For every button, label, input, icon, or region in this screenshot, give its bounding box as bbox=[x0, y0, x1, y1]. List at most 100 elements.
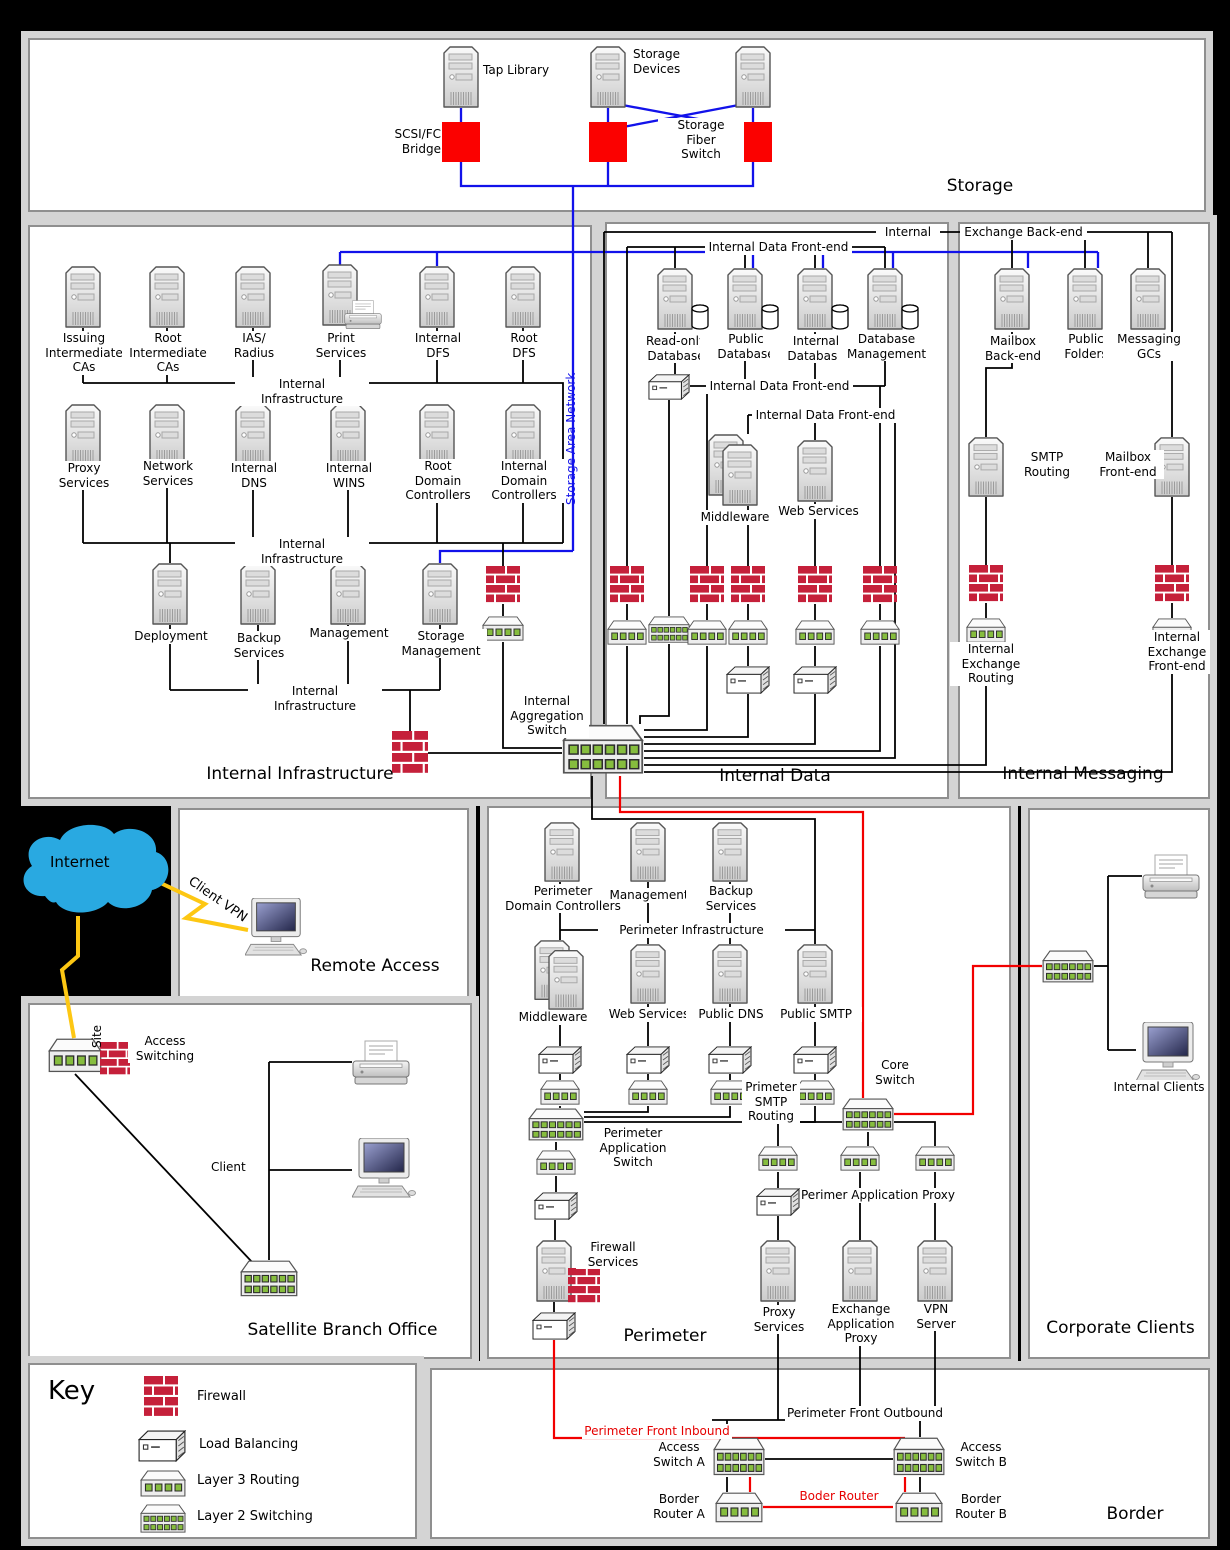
perimeter-middleware-label: Middleware bbox=[512, 1010, 594, 1025]
fw-data-2-icon bbox=[690, 566, 724, 604]
data-bus2-label: Internal Data Front-end bbox=[706, 379, 853, 394]
edge-109 bbox=[584, 1106, 731, 1118]
internal-dc-label: Internal Domain Controllers bbox=[478, 459, 570, 503]
ias-radius-label: IAS/ Radius bbox=[208, 331, 300, 361]
middleware-servers-icon bbox=[708, 434, 758, 506]
public-db-server-icon bbox=[727, 268, 781, 330]
section-label-remote-access: Remote Access bbox=[310, 956, 440, 976]
db-management-server-icon bbox=[867, 268, 921, 330]
perimeter-web-server-icon bbox=[630, 944, 666, 1004]
key-lb-label: Load Balancing bbox=[198, 1437, 340, 1453]
section-label-internal-infrastructure: Internal Infrastructure bbox=[206, 764, 394, 784]
perimeter-infra-bus-label: Perimeter Infrastructure bbox=[598, 923, 785, 938]
internal-db-server-icon bbox=[797, 268, 851, 330]
key-firewall-label: Firewall bbox=[196, 1389, 318, 1405]
management-server-icon bbox=[330, 563, 366, 625]
storage-fiber-switch-label: Storage Fiber Switch bbox=[658, 118, 744, 162]
backup-services-server-icon bbox=[240, 563, 276, 625]
exchange-app-proxy-label: Exchange Application Proxy bbox=[816, 1302, 906, 1346]
storage-devices-label: Storage Devices bbox=[632, 47, 706, 77]
web-services-server-icon bbox=[797, 440, 833, 502]
section-label-key: Key bbox=[48, 1376, 96, 1406]
storage-device-server-2-icon bbox=[735, 46, 771, 108]
fw-msg-1-icon bbox=[969, 565, 1003, 603]
key-layer3-icon-icon bbox=[140, 1470, 186, 1498]
edge-75 bbox=[644, 694, 816, 745]
san-label: Storage Area Network bbox=[564, 372, 578, 505]
internal-dns-label: Internal DNS bbox=[208, 461, 300, 491]
lb-perimeter-6-icon bbox=[532, 1312, 576, 1340]
web-services-label: Web Services bbox=[775, 504, 862, 519]
sw-data-2-icon bbox=[687, 620, 727, 646]
perimeter-middleware-servers-icon bbox=[534, 940, 584, 1010]
border-router-b-label: Border Router B bbox=[948, 1492, 1014, 1522]
firewall-services-label: Firewall Services bbox=[576, 1240, 650, 1270]
firewall-services-server-icon bbox=[536, 1240, 572, 1302]
lb-data-3-icon bbox=[726, 666, 770, 694]
perimeter-application-switch-icon bbox=[528, 1108, 584, 1142]
storage-fiber-switch-1-icon bbox=[589, 122, 627, 162]
lb-perimeter-1-icon bbox=[538, 1046, 582, 1074]
section-label-internal-messaging: Internal Messaging bbox=[1002, 764, 1164, 784]
public-folders-server-icon bbox=[1067, 268, 1103, 330]
print-services-server-icon bbox=[322, 264, 382, 330]
proxy-services-server-icon bbox=[65, 404, 101, 466]
sw-data-1-icon bbox=[607, 620, 647, 646]
internal-exch-label-2: Exchange Back-end bbox=[960, 225, 1087, 240]
sw-data-5-icon bbox=[860, 620, 900, 646]
scsi-fc-bridge-label: SCSI/FC Bridge bbox=[384, 127, 442, 157]
edge-55 bbox=[639, 644, 670, 724]
ias-radius-server-icon bbox=[235, 266, 271, 328]
internal-infra-bus1-label: Internal Infrastructure bbox=[235, 377, 369, 407]
sw-perimeter-1-icon bbox=[540, 1080, 580, 1106]
storage-device-server-1-icon bbox=[590, 46, 626, 108]
internal-exchange-frontend-label: Internal Exchange Front-end bbox=[1144, 630, 1210, 674]
db-management-label: Database Management bbox=[838, 332, 935, 362]
internal-wins-server-icon bbox=[330, 404, 366, 466]
fw-data-3-icon bbox=[731, 566, 765, 604]
lb-data-4-icon bbox=[793, 666, 837, 694]
edge-44 bbox=[591, 776, 816, 930]
access-switching-label: Access Switching bbox=[128, 1034, 202, 1064]
public-dns-server-icon bbox=[712, 944, 748, 1004]
key-firewall-icon-icon bbox=[144, 1376, 178, 1418]
sw-internal-1-icon bbox=[482, 616, 524, 642]
storage-management-server-icon bbox=[422, 563, 458, 625]
lb-perimeter-4-icon bbox=[793, 1046, 837, 1074]
key-layer2-label: Layer 2 Switching bbox=[196, 1509, 348, 1525]
sw-msg-1-icon bbox=[966, 618, 1006, 644]
perimeter-backup-label: Backup Services bbox=[686, 884, 776, 914]
access-switch-b-icon bbox=[893, 1437, 945, 1477]
lb-perimeter-3-icon bbox=[708, 1046, 752, 1074]
root-dfs-label: Root DFS bbox=[478, 331, 570, 361]
edge-117 bbox=[894, 1121, 936, 1146]
scsi-fc-bridge-icon bbox=[442, 122, 480, 162]
internal-exchange-routing-label: Internal Exchange Routing bbox=[950, 642, 1032, 686]
aggregation-switch-label: Internal Aggregation Switch bbox=[505, 694, 589, 738]
internal-dc-server-icon bbox=[505, 404, 541, 466]
middleware-label: Middleware bbox=[698, 510, 772, 525]
fw-data-5-icon bbox=[863, 566, 897, 604]
messaging-gcs-server-icon bbox=[1130, 268, 1166, 330]
edge-90 bbox=[644, 644, 1173, 773]
perimeter-backup-server-icon bbox=[712, 822, 748, 882]
site-label: Site bbox=[90, 1024, 104, 1048]
branch-printer-icon bbox=[352, 1040, 410, 1086]
mailbox-backend-server-icon bbox=[994, 268, 1030, 330]
perimeter-web-label: Web Services bbox=[604, 1007, 694, 1022]
public-smtp-label: Public SMTP bbox=[770, 1007, 862, 1022]
core-switch-icon bbox=[842, 1098, 894, 1132]
edge-36 bbox=[502, 642, 562, 749]
root-dfs-server-icon bbox=[505, 266, 541, 328]
lb-perimeter-5-icon bbox=[534, 1192, 578, 1220]
backup-services-label: Backup Services bbox=[213, 631, 305, 661]
border-router-a-icon bbox=[715, 1492, 763, 1524]
edge-71 bbox=[644, 694, 749, 738]
section-label-storage: Storage bbox=[946, 176, 1014, 196]
fw-perimeter-icon bbox=[568, 1268, 600, 1304]
public-smtp-server-icon bbox=[797, 944, 833, 1004]
fw-msg-2-icon bbox=[1155, 565, 1189, 603]
edge-78 bbox=[644, 646, 881, 752]
edge-116 bbox=[777, 1121, 842, 1146]
perimeter-app-proxy-label: Perimer Application Proxy bbox=[800, 1188, 962, 1203]
